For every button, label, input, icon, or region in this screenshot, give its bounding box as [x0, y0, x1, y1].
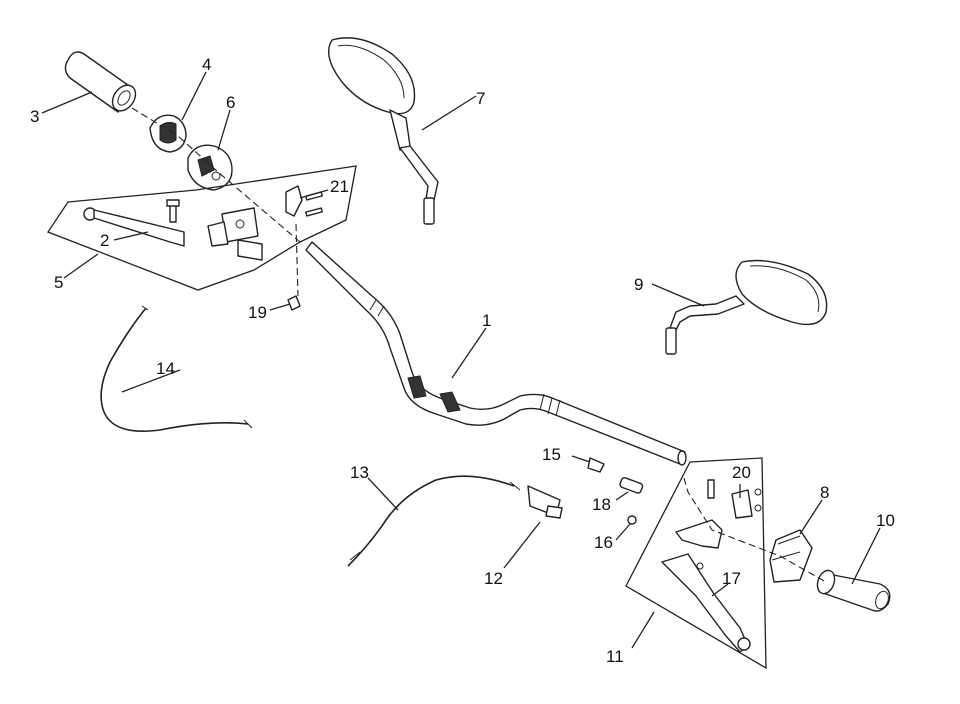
left-lever-bolt-part — [166, 199, 180, 223]
callout-8: 8 — [820, 483, 829, 502]
callout-2: 2 — [100, 231, 109, 250]
brake-cable-14 — [100, 305, 253, 432]
master-cylinder-part — [207, 207, 263, 261]
callout-21: 21 — [330, 177, 349, 196]
left-brake-lever-part — [83, 207, 185, 247]
left-mirror-part — [328, 37, 439, 225]
callout-3: 3 — [30, 107, 39, 126]
callout-5: 5 — [54, 273, 63, 292]
right-grip-10 — [816, 569, 891, 612]
callout-11: 11 — [606, 647, 624, 666]
callout-19: 19 — [248, 303, 267, 322]
right-mirror-part — [665, 259, 828, 355]
callout-1: 1 — [482, 311, 491, 330]
switch-12 — [527, 485, 563, 519]
handlebar-part — [305, 241, 687, 466]
small-nut-19 — [287, 295, 301, 311]
callout-20: 20 — [732, 463, 751, 482]
bolt-15 — [587, 457, 605, 473]
callout-7: 7 — [476, 89, 485, 108]
pin-18 — [619, 477, 644, 494]
callout-6: 6 — [226, 93, 235, 112]
right-clutch-lever-17 — [661, 553, 751, 653]
small-parts-21 — [285, 185, 323, 217]
callout-12: 12 — [484, 569, 503, 588]
leader-lines — [41, 71, 881, 649]
callout-18: 18 — [592, 495, 611, 514]
left-switch-part — [187, 144, 233, 191]
throttle-cable-13 — [347, 475, 521, 567]
left-grip-part — [64, 51, 137, 113]
callout-17: 17 — [722, 569, 741, 588]
callout-16: 16 — [594, 533, 613, 552]
right-switch-8 — [769, 529, 813, 583]
throttle-housing-part — [149, 114, 187, 153]
callout-14: 14 — [156, 359, 175, 378]
callout-15: 15 — [542, 445, 561, 464]
nut-16 — [627, 515, 637, 525]
callout-10: 10 — [876, 511, 895, 530]
callout-13: 13 — [350, 463, 369, 482]
callout-9: 9 — [634, 275, 643, 294]
callout-4: 4 — [202, 55, 211, 74]
right-clutch-bracket — [675, 479, 762, 549]
right-lever-assembly-box — [625, 457, 767, 670]
